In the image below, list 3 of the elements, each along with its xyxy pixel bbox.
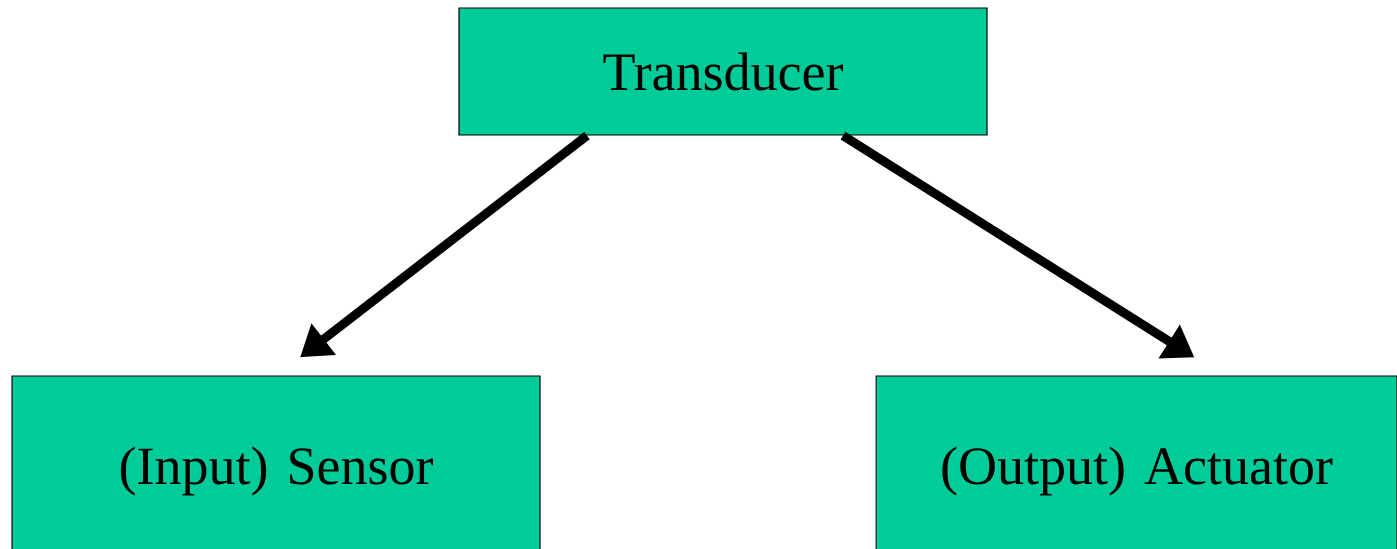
process-box: (Output) Actuator xyxy=(875,375,1397,549)
process-box: Transducer xyxy=(458,7,988,136)
process-box: (Input) Sensor xyxy=(11,375,541,549)
